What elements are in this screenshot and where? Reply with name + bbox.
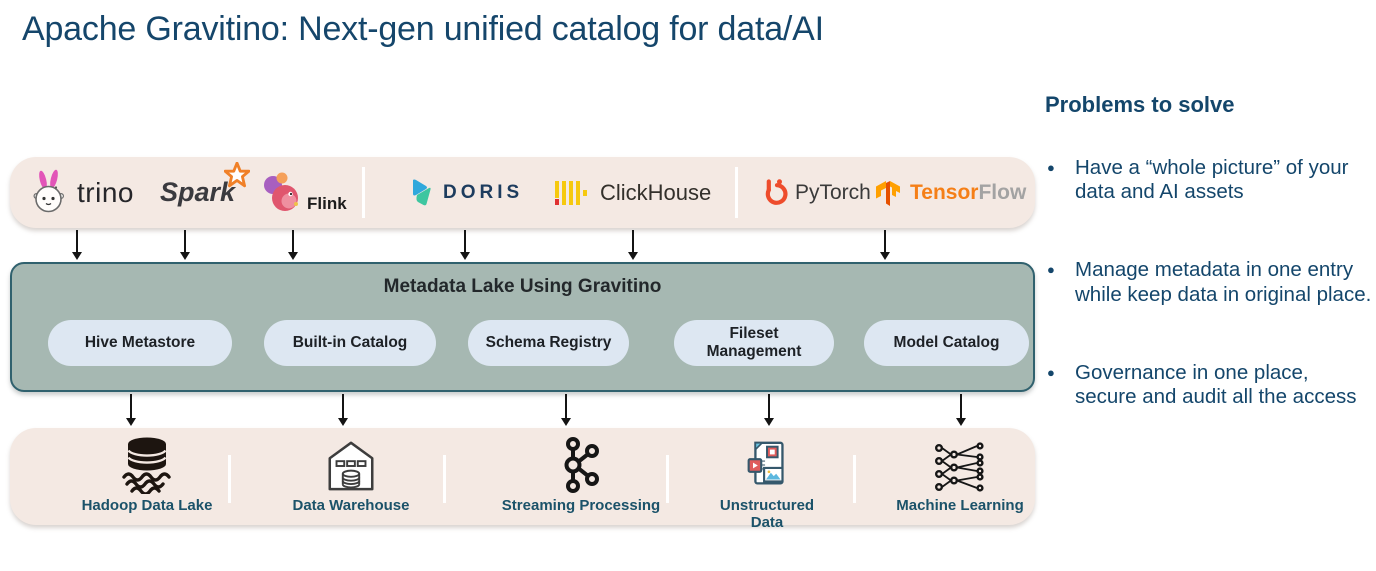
source-doris: DORIS [408,157,523,228]
doris-icon [413,179,431,205]
tensorflow-icon [876,180,900,206]
problems-heading: Problems to solve [1045,92,1235,117]
source-pytorch: PyTorch [758,157,871,228]
storage-unstructured-data: Unstructured Data [707,432,827,532]
storage-data-warehouse: Data Warehouse [266,432,436,514]
pill-fileset-management: Fileset Management [674,320,834,366]
divider [228,455,231,503]
data-lake-icon [122,437,171,494]
problems-list: Have a “whole picture” of your data and … [1045,156,1375,463]
metadata-lake-band: Metadata Lake Using Gravitino Hive Metas… [10,262,1035,392]
spark-label: Spark [160,177,236,207]
source-flink: Flink [258,157,347,228]
problem-bullet: Governance in one place, secure and audi… [1045,361,1375,409]
divider [853,455,856,503]
sources-band: trino Spark Flink [10,157,1035,228]
storage-band: Hadoop Data Lake Data Warehouse [10,428,1035,531]
neural-network-icon [934,442,984,492]
clickhouse-label: ClickHouse [600,179,712,205]
problem-bullet: Have a “whole picture” of your data and … [1045,156,1375,204]
clickhouse-bars-icon [555,180,587,205]
divider [362,167,365,218]
divider [735,167,738,218]
storage-label: Machine Learning [896,497,1024,514]
flink-label: Flink [307,194,347,213]
storage-hadoop-data-lake: Hadoop Data Lake [62,432,232,514]
tensorflow-label-flow: Flow [978,180,1027,204]
divider [666,455,669,503]
page-title: Apache Gravitino: Next-gen unified catal… [22,10,824,48]
storage-label: Hadoop Data Lake [81,497,213,514]
storage-label: Streaming Processing [501,497,661,514]
trino-label: trino [77,176,134,208]
pill-model-catalog: Model Catalog [864,320,1029,366]
source-trino: trino [28,157,134,228]
pytorch-flame-icon [765,178,788,205]
spark-star-icon [224,162,251,188]
metadata-lake-title: Metadata Lake Using Gravitino [383,276,662,297]
pill-hive-metastore: Hive Metastore [48,320,232,366]
storage-machine-learning: Machine Learning [875,432,1045,514]
divider [443,455,446,503]
pill-schema-registry: Schema Registry [468,320,629,366]
tensorflow-label-tensor: Tensor [910,180,979,204]
doris-label: DORIS [443,181,524,203]
kafka-stream-icon [564,437,599,493]
storage-label: Data Warehouse [292,497,410,514]
source-tensorflow: TensorFlow [873,157,1026,228]
unstructured-data-icon [747,441,784,485]
source-spark: Spark [160,157,251,228]
storage-label: Unstructured Data [719,497,815,532]
flink-squirrel-icon [264,172,298,211]
warehouse-icon [328,441,374,491]
trino-bunny-icon [33,169,65,212]
source-clickhouse: ClickHouse [553,157,711,228]
pytorch-label: PyTorch [795,180,871,204]
problem-bullet: Manage metadata in one entry while keep … [1045,258,1375,306]
pill-built-in-catalog: Built-in Catalog [264,320,436,366]
storage-streaming-processing: Streaming Processing [486,432,676,514]
